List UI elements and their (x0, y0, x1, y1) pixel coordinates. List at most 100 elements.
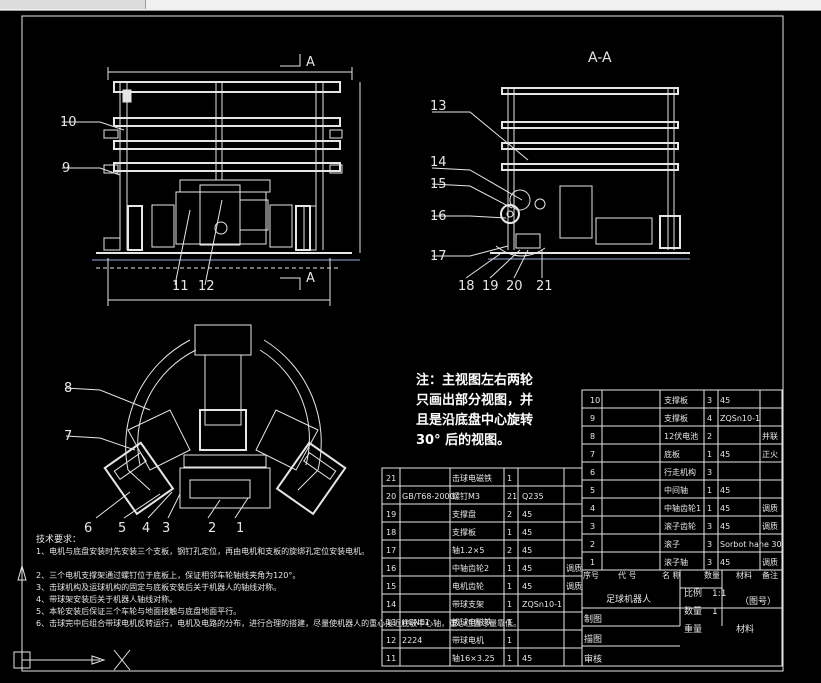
bom-left-qty: 1 (507, 618, 512, 627)
bom-left-mat: 45 (522, 510, 532, 519)
section-view-title: A-A (588, 50, 612, 66)
tech-item-6: 6、击球完中后组合带球电机反转运行，电机及电路的分布，进行合理的搭建，尽量使机器… (36, 618, 521, 628)
bom-left-no: 11 (386, 654, 396, 663)
bom-right-note: 并联 (762, 431, 778, 441)
bom-left-mat: 45 (522, 564, 532, 573)
header-qty: 数量 (704, 570, 720, 580)
bom-right-mat: 45 (720, 558, 730, 567)
drawing-tab[interactable] (0, 0, 146, 9)
cad-canvas[interactable]: A A A-A (0, 10, 821, 679)
bom-right-mat: 45 (720, 504, 730, 513)
bom-right-mat: 45 (720, 396, 730, 405)
bom-right-mat: 45 (720, 522, 730, 531)
bom-left-qty: 1 (507, 600, 512, 609)
bom-right-header: 序号 代 号 名 称 数量 材料 备注 (583, 570, 778, 580)
bom-right-no: 10 (590, 396, 600, 405)
bom-right-no: 7 (590, 450, 595, 459)
bom-left-no: 18 (386, 528, 396, 537)
front-view (92, 67, 361, 306)
callout-9: 9 (62, 161, 70, 176)
ucs-icon (13, 564, 131, 671)
bom-left-no: 20 (386, 492, 396, 501)
bom-right-qty: 1 (707, 504, 712, 513)
tech-item-3: 3、击球机构及运球机构的固定与底板安装后关于机器人的轴线对称。 (36, 582, 281, 592)
drawing-frame (21, 15, 784, 672)
bom-right-mat: Sorbot hane 30 (720, 540, 782, 549)
bom-left-mat: ZQSn10-1 (522, 600, 562, 609)
bom-right-no: 1 (590, 558, 595, 567)
bom-left-qty: 1 (507, 582, 512, 591)
weight-label: 重量 (684, 623, 702, 635)
bom-right-no: 3 (590, 522, 595, 531)
bom-left-qty: 1 (507, 636, 512, 645)
bom-left-name: 击球电磁铁 (452, 473, 492, 483)
bom-right-no: 8 (590, 432, 595, 441)
bom-right-qty: 3 (707, 522, 712, 531)
title-block: 足球机器人 比例 1:1 数量 1 （图号） 重量 材料 制图 描图 审核 (584, 587, 776, 665)
bom-left-no: 16 (386, 564, 396, 573)
callout-labels: 10 9 11 12 13 14 15 16 17 18 19 20 21 8 … (60, 99, 553, 536)
bom-right-name: 中轴齿轮1 (664, 503, 701, 513)
bom-left-qty: 2 (507, 510, 512, 519)
callout-8: 8 (64, 381, 72, 396)
bom-left-code: HCNE1 (402, 618, 430, 627)
design-label: 描图 (584, 633, 602, 645)
callout-5: 5 (118, 521, 126, 536)
bom-right-qty: 1 (707, 486, 712, 495)
bom-left-no: 21 (386, 474, 396, 483)
bom-right-no: 9 (590, 414, 595, 423)
bom-left-no: 17 (386, 546, 396, 555)
bom-right-note: 调质 (762, 557, 778, 567)
header-mat: 材料 (736, 570, 752, 580)
callout-20: 20 (506, 279, 523, 294)
bom-left-qty: 1 (507, 474, 512, 483)
callout-6: 6 (84, 521, 92, 536)
bom-left-note: 调质 (566, 581, 582, 591)
bom-left-name: 支撑盘 (452, 509, 476, 519)
bom-left-qty: 1 (507, 528, 512, 537)
bom-right-qty: 3 (707, 396, 712, 405)
product-name: 足球机器人 (606, 593, 651, 605)
bom-right-note: 正火 (762, 450, 778, 459)
bom-left-name: 电机齿轮 (452, 581, 484, 591)
callout-7: 7 (64, 429, 72, 444)
header-note: 备注 (762, 570, 778, 580)
note-block: 注：主视图左右两轮 只画出部分视图，并 且是沿底盘中心旋转 30° 后的视图。 (416, 372, 533, 448)
bom-left-mat: 45 (522, 654, 532, 663)
tech-item-4: 4、带球架安装后关于机器人轴线对称。 (36, 594, 177, 604)
bom-left-no: 14 (386, 600, 396, 609)
callout-1: 1 (236, 521, 244, 536)
bom-right-name: 滚子轴 (664, 557, 688, 567)
bom-left-code: 2224 (402, 636, 422, 645)
bom-left-name: 拔球电磁铁 (452, 617, 492, 627)
qty-value: 1 (712, 607, 718, 617)
callout-4: 4 (142, 521, 150, 536)
callout-10: 10 (60, 115, 77, 130)
bom-left-name: 中轴齿轮2 (452, 563, 489, 573)
scale-label: 比例 (684, 587, 702, 599)
bom-right-no: 6 (590, 468, 595, 477)
scale-value: 1:1 (712, 589, 726, 599)
note-line-2: 只画出部分视图，并 (416, 392, 533, 408)
section-label-bottom: A (306, 271, 315, 286)
header-seq: 序号 (583, 570, 599, 580)
leader-lines (62, 111, 543, 519)
callout-18: 18 (458, 279, 475, 294)
bom-left-no: 15 (386, 582, 396, 591)
bom-right-name: 支撑板 (664, 413, 688, 423)
bom-right-name: 12伏电池 (664, 431, 698, 441)
tech-requirements: 技术要求： 1、电机与底盘安装时先安装三个支板，钢钉孔定位，再由电机和支板的旋绑… (36, 533, 521, 628)
bom-right-name: 底板 (664, 449, 680, 459)
bom-right-qty: 3 (707, 540, 712, 549)
callout-15: 15 (430, 177, 447, 192)
drawing-svg: A A A-A (13, 15, 784, 672)
bom-left-qty: 1 (507, 654, 512, 663)
bom-left-qty: 2 (507, 546, 512, 555)
bom-right-mat: 45 (720, 450, 730, 459)
bom-left-note: 调质 (566, 563, 582, 573)
bom-right-name: 支撑板 (664, 395, 688, 405)
bom-right-qty: 4 (707, 414, 712, 423)
section-arrows (280, 54, 301, 290)
top-view (103, 324, 347, 516)
